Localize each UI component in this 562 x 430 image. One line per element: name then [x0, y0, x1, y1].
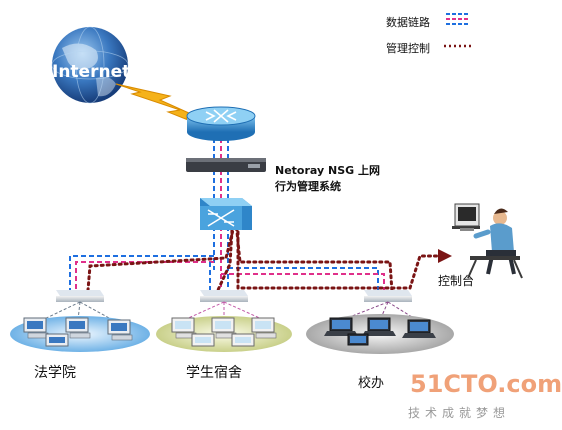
core-switch-icon — [200, 198, 252, 230]
internet-label: Internet — [52, 62, 131, 82]
router-icon — [186, 106, 256, 141]
law-switch-icon — [56, 290, 104, 302]
management-control-links — [86, 218, 440, 294]
legend-data-link-swatch — [446, 13, 470, 25]
network-diagram — [10, 13, 523, 354]
nsg-appliance-icon — [186, 158, 266, 172]
nsg-label-line1: Netoray NSG 上网 — [275, 164, 380, 177]
arrow-to-console-icon — [438, 249, 452, 263]
watermark-sub: 技术成就梦想 — [408, 406, 511, 420]
legend-data-link-label: 数据链路 — [386, 16, 430, 29]
console-label: 控制台 — [438, 274, 475, 288]
office-laptop-icons — [324, 317, 436, 346]
office-label: 校办 — [358, 376, 385, 391]
internet-globe-icon — [51, 26, 129, 104]
office-data-links — [221, 267, 385, 290]
legend-manage-label: 管理控制 — [386, 42, 430, 55]
nsg-label-line2: 行为管理系统 — [275, 180, 341, 193]
console-operator-icon — [452, 203, 523, 279]
dorm-label: 学生宿舍 — [186, 365, 242, 381]
dorm-switch-icon — [200, 290, 248, 302]
watermark-main: 51CTO.com — [410, 370, 562, 398]
law-data-links — [69, 255, 214, 290]
law-pc-icons — [23, 317, 133, 347]
dorm-pc-icons — [171, 317, 277, 347]
law-school-label: 法学院 — [34, 365, 76, 381]
office-switch-icon — [364, 290, 412, 302]
